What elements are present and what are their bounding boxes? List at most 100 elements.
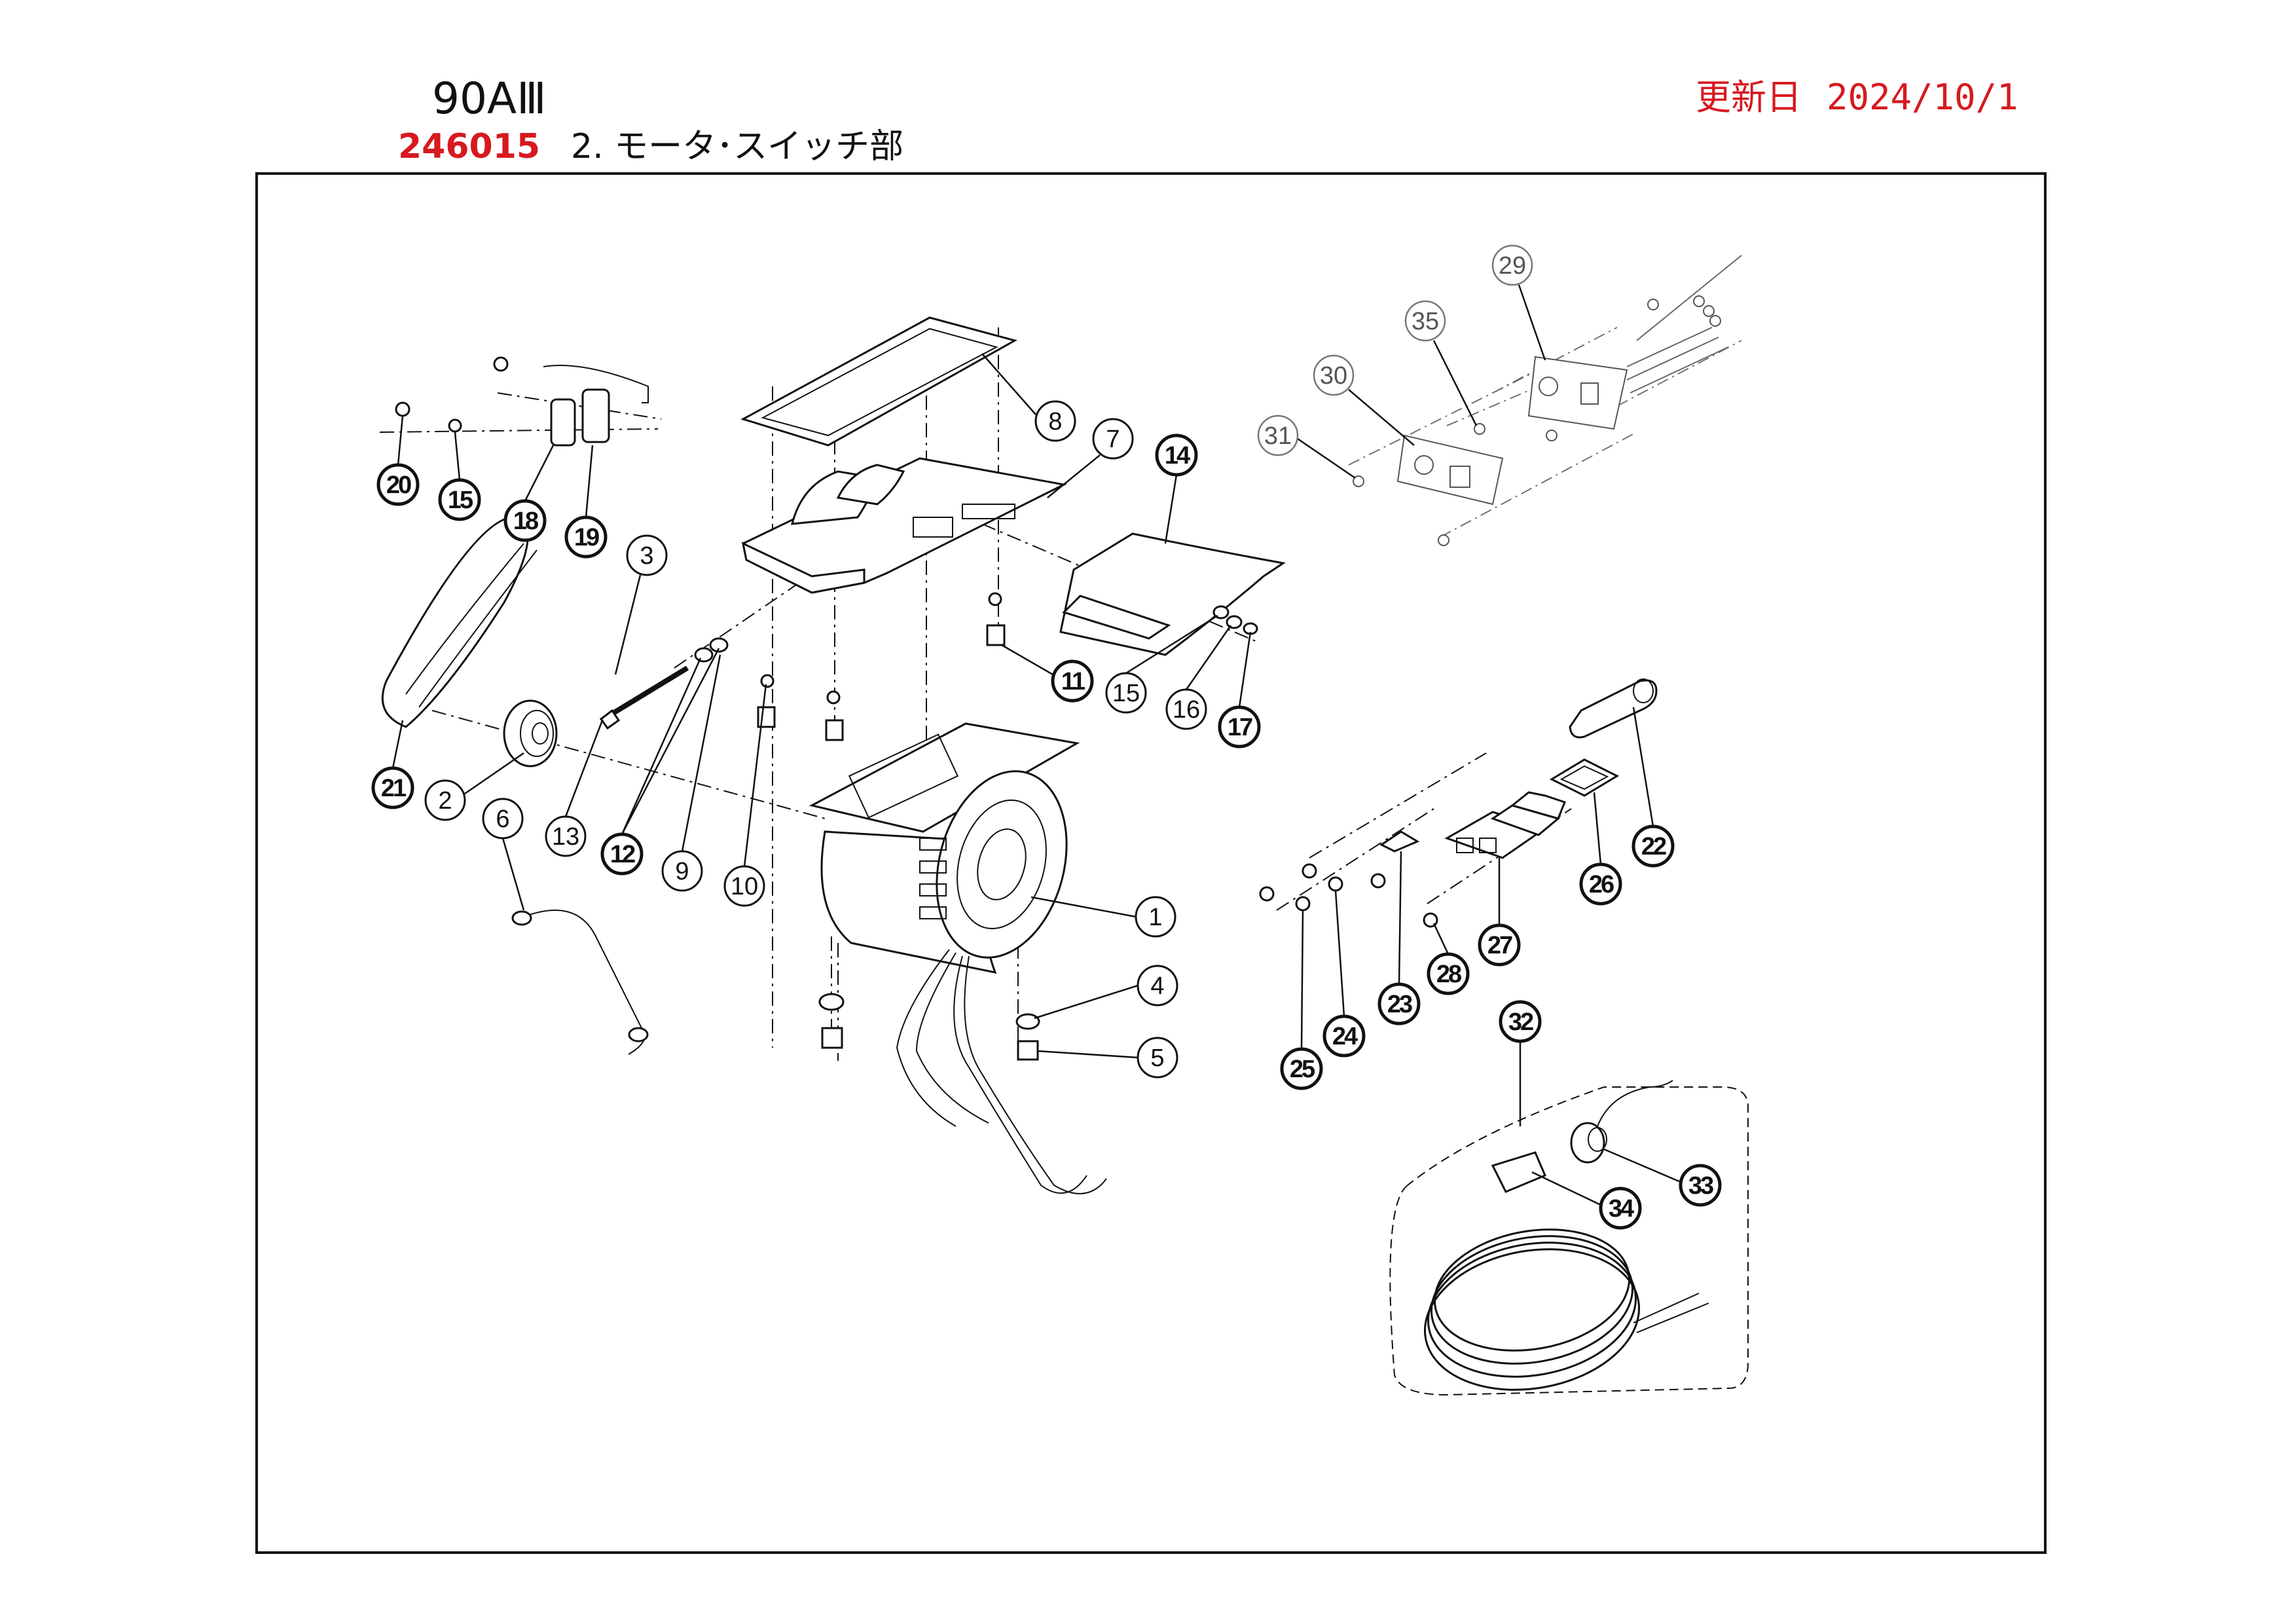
callout-number: 2 bbox=[438, 787, 452, 815]
callout-number: 18 bbox=[513, 507, 538, 535]
motor-part bbox=[809, 722, 1107, 1194]
callout-9: 9 bbox=[661, 850, 703, 892]
switch-box-part bbox=[1353, 255, 1742, 546]
callout-2: 2 bbox=[424, 779, 466, 821]
callout-number: 15 bbox=[448, 487, 473, 514]
callout-circle bbox=[1579, 862, 1622, 906]
callout-number: 26 bbox=[1589, 871, 1614, 898]
callout-35: 35 bbox=[1404, 300, 1446, 342]
callout-circle bbox=[1491, 244, 1533, 286]
callout-1: 1 bbox=[1135, 896, 1176, 938]
update-label: 更新日 bbox=[1696, 77, 1802, 118]
gasket-part bbox=[740, 316, 1017, 447]
callout-15: 15 bbox=[1105, 672, 1147, 714]
callout-number: 23 bbox=[1387, 991, 1412, 1018]
part-code: 246015 bbox=[398, 127, 541, 166]
callout-circle bbox=[1137, 965, 1178, 1006]
callout-12: 12 bbox=[600, 832, 644, 876]
callout-7: 7 bbox=[1092, 418, 1134, 460]
callout-circle bbox=[1092, 418, 1134, 460]
callout-circle bbox=[503, 499, 547, 542]
callout-circle bbox=[1631, 824, 1675, 868]
switch-panel-part bbox=[1259, 758, 1620, 928]
callout-number: 30 bbox=[1320, 362, 1347, 390]
callout-circle bbox=[1105, 672, 1147, 714]
callout-number: 15 bbox=[1112, 680, 1140, 707]
callout-33: 33 bbox=[1679, 1164, 1722, 1207]
callout-circle bbox=[1499, 1000, 1542, 1043]
callout-circle bbox=[661, 850, 703, 892]
callout-circle bbox=[482, 798, 524, 840]
callout-circle bbox=[1135, 896, 1176, 938]
power-cord-part bbox=[1389, 1080, 1749, 1396]
callout-number: 33 bbox=[1688, 1172, 1713, 1200]
callout-circle bbox=[376, 463, 420, 506]
callout-number: 24 bbox=[1332, 1023, 1358, 1050]
callout-number: 16 bbox=[1173, 696, 1200, 724]
callout-circle bbox=[1280, 1047, 1323, 1090]
callout-number: 32 bbox=[1508, 1008, 1533, 1036]
callout-11: 11 bbox=[1051, 659, 1094, 703]
callout-29: 29 bbox=[1491, 244, 1533, 286]
callout-number: 29 bbox=[1499, 252, 1526, 280]
callout-number: 27 bbox=[1487, 932, 1512, 959]
callout-10: 10 bbox=[723, 865, 765, 907]
callout-circle bbox=[1679, 1164, 1722, 1207]
diagram-frame bbox=[255, 172, 2047, 1554]
callout-22: 22 bbox=[1631, 824, 1675, 868]
callout-4: 4 bbox=[1137, 965, 1178, 1006]
callout-30: 30 bbox=[1313, 354, 1355, 396]
callout-14: 14 bbox=[1155, 434, 1198, 477]
callout-circle bbox=[1377, 982, 1421, 1025]
callout-number: 13 bbox=[552, 823, 579, 851]
callout-number: 9 bbox=[675, 858, 689, 885]
belt-part bbox=[381, 516, 538, 728]
callout-circle bbox=[1137, 1037, 1178, 1079]
callout-34: 34 bbox=[1599, 1187, 1642, 1230]
long-bolt-part bbox=[599, 637, 729, 730]
callout-23: 23 bbox=[1377, 982, 1421, 1025]
callout-number: 14 bbox=[1165, 442, 1190, 470]
callout-number: 22 bbox=[1641, 833, 1666, 860]
callout-21: 21 bbox=[371, 766, 414, 809]
callout-number: 3 bbox=[640, 542, 653, 570]
callout-32: 32 bbox=[1499, 1000, 1542, 1043]
callout-number: 5 bbox=[1150, 1044, 1164, 1072]
callout-circle bbox=[1034, 400, 1076, 442]
callout-number: 6 bbox=[496, 805, 509, 833]
callout-circle bbox=[1404, 300, 1446, 342]
callout-number: 35 bbox=[1412, 308, 1439, 335]
leader-lines bbox=[392, 284, 1681, 1206]
callout-circle bbox=[1155, 434, 1198, 477]
callout-number: 34 bbox=[1609, 1195, 1634, 1223]
callout-circle bbox=[564, 515, 608, 559]
callout-18: 18 bbox=[503, 499, 547, 542]
cover-plate-part bbox=[1059, 532, 1286, 656]
ground-wire-part bbox=[511, 910, 649, 1055]
callout-28: 28 bbox=[1427, 952, 1470, 995]
callout-number: 25 bbox=[1290, 1056, 1315, 1083]
callout-6: 6 bbox=[482, 798, 524, 840]
callout-31: 31 bbox=[1257, 415, 1299, 456]
callout-balloons: 1234567891011121314151516171819202122232… bbox=[371, 244, 1722, 1230]
callout-number: 7 bbox=[1106, 426, 1120, 453]
callout-circle bbox=[438, 478, 481, 521]
callout-number: 20 bbox=[386, 471, 411, 499]
model-name: 90AⅢ bbox=[432, 73, 547, 124]
callout-19: 19 bbox=[564, 515, 608, 559]
callout-circle bbox=[626, 534, 668, 576]
callout-circle bbox=[545, 815, 587, 857]
callout-number: 4 bbox=[1150, 972, 1164, 1000]
callout-27: 27 bbox=[1478, 923, 1521, 967]
callout-20: 20 bbox=[376, 463, 420, 506]
callout-number: 8 bbox=[1048, 408, 1062, 435]
callout-circle bbox=[1478, 923, 1521, 967]
callout-25: 25 bbox=[1280, 1047, 1323, 1090]
section-title: 2. モータ･スイッチ部 bbox=[571, 127, 904, 166]
handle-part bbox=[1569, 678, 1658, 739]
callout-15: 15 bbox=[438, 478, 481, 521]
callout-circle bbox=[371, 766, 414, 809]
callout-number: 28 bbox=[1436, 961, 1461, 988]
